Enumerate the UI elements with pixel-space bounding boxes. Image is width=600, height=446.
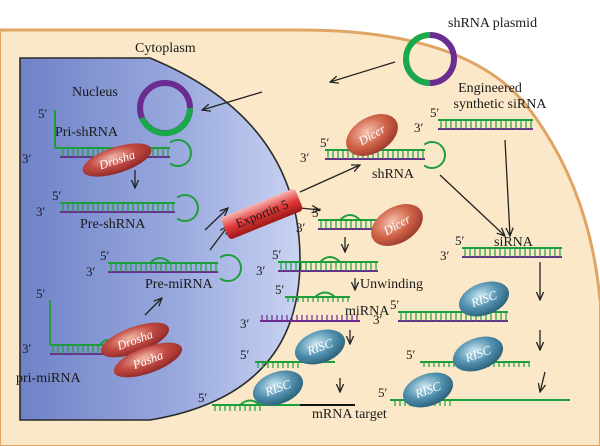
exportin-to-pre-mirna-arrow: [299, 208, 320, 210]
drosha-top-enzyme: Drosha: [82, 143, 152, 177]
nucleus-label: Nucleus: [72, 85, 118, 100]
risc-guide-4-5-end: 5′: [406, 347, 416, 362]
pathway-arrows: [135, 61, 545, 392]
pre-shrna-loop: [176, 194, 199, 222]
pre-mirna-to-exportin-arrow: [209, 226, 228, 251]
pri-mirna-to-pre-mirna-arrow: [144, 298, 162, 316]
pri-shrna-5-end: 5′: [38, 106, 48, 121]
shrna-plasmid-label: shRNA plasmid: [448, 16, 537, 31]
pre-shrna-label: Pre-shRNA: [80, 217, 146, 232]
rna-structures: [49, 110, 570, 411]
pre-shrna-duplex: [60, 202, 175, 213]
mrna-target-right-5-end: 5′: [378, 385, 388, 400]
pre-shrna-3-end: 3′: [36, 204, 46, 219]
synthetic-sirna-duplex: [438, 119, 533, 130]
shrna-3-end: 3′: [300, 150, 310, 165]
pri-mirna-3-end: 3′: [22, 341, 32, 356]
pre-mirna-3-end: 3′: [86, 264, 96, 279]
pre-shrna-to-exportin-arrow: [204, 208, 228, 231]
shrna-loop: [423, 141, 446, 169]
mirna-strand-bulge: [314, 291, 336, 298]
guide-to-mrna-right-arrow: [540, 371, 545, 392]
sirna-5-end: 5′: [455, 233, 465, 248]
sirna-label: siRNA: [494, 235, 534, 250]
exportin-to-shrna-arrow: [299, 165, 360, 193]
mirna-label: miRNA: [345, 304, 390, 319]
risc-4: RISC: [452, 336, 504, 372]
risc-sirna-5-end: 5′: [390, 297, 400, 312]
pre-shrna-5-end: 5′: [52, 188, 62, 203]
dicer-mid-enzyme: Dicer: [371, 204, 423, 246]
engineered-label-2: synthetic siRNA: [454, 97, 548, 112]
synthetic-sirna-3-end: 3′: [414, 120, 424, 135]
sirna-3-end: 3′: [440, 248, 450, 263]
risc-1: RISC: [294, 329, 346, 365]
shrna-to-sirna-arrow: [439, 174, 505, 236]
dicer-top-enzyme: Dicer: [346, 114, 398, 156]
pri-mirna-label: pri-miRNA: [16, 371, 81, 386]
risc-sirna-3-end: 3′: [373, 312, 383, 327]
pre-mirna-label: Pre-miRNA: [145, 277, 214, 292]
cell-membrane: [0, 28, 600, 301]
mrna-target-label: mRNA target: [312, 407, 387, 422]
mirna-guide-1-5-end: 5′: [240, 347, 250, 362]
cyto-pre-mirna-bulge: [339, 214, 361, 221]
cytoplasm-to-nucleus-arrow: [202, 91, 263, 110]
unwinding-label: Unwinding: [360, 277, 423, 292]
mirna-duplex: [278, 261, 378, 272]
mirna-duplex-3-end: 3′: [256, 263, 266, 278]
strand-end-labels: 5′ 3′ 5′ 3′ 5′ 3′ 5′ 3′ 5′ 3′ 5′ 3′ 5′ 3′ 5′ 3′ 5′ 3′ 5′ 3′…: [22, 105, 465, 405]
shrna-5-end: 5′: [320, 135, 330, 150]
pri-shrna-3-end: 3′: [22, 151, 32, 166]
pri-shrna-label: Pri-shRNA: [55, 125, 119, 140]
pre-mirna-5-end: 5′: [100, 248, 110, 263]
pri-shrna-loop: [169, 139, 192, 167]
mirna-duplex-5-end: 5′: [272, 247, 282, 262]
shrna-label: shRNA: [372, 167, 415, 182]
nuclear-plasmid: [137, 80, 194, 137]
mirna-duplex-bulge: [319, 256, 341, 263]
risc-5: RISC: [402, 372, 454, 408]
cyto-pre-mirna-5-end: 5′: [312, 205, 322, 220]
risc-2: RISC: [252, 370, 304, 406]
pre-mirna-duplex: [108, 262, 218, 273]
pre-mirna-bulge: [149, 257, 171, 264]
shrna-plasmid: [403, 32, 457, 86]
cyto-pre-mirna-3-end: 3′: [296, 220, 306, 235]
pri-mirna-5-end: 5′: [36, 286, 46, 301]
cytoplasm-label: Cytoplasm: [135, 41, 196, 56]
mirna-strand-3-end: 3′: [240, 316, 250, 331]
sirna-duplex: [462, 247, 562, 258]
risc-3: RISC: [458, 281, 510, 317]
synthetic-to-sirna-arrow: [504, 139, 510, 236]
mrna-target-left-5-end: 5′: [198, 390, 208, 405]
plasmid-to-cytoplasm-arrow: [330, 61, 396, 82]
pre-mirna-loop: [219, 254, 242, 282]
mrna-target-left-bulge: [239, 399, 261, 406]
mirna-strand-5-end: 5′: [275, 282, 285, 297]
engineered-label-1: Engineered: [458, 81, 522, 96]
synthetic-sirna-5-end: 5′: [430, 105, 440, 120]
